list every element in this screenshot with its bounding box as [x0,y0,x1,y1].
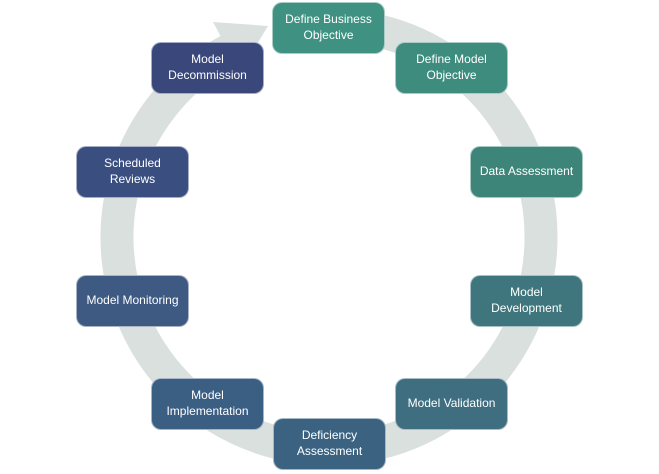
step-label: Model Implementation [166,388,249,418]
step-data-assessment: Data Assessment [470,146,583,198]
step-label: Model Decommission [168,52,247,82]
step-model-development: Model Development [470,275,583,327]
step-define-model-objective: Define Model Objective [395,42,508,94]
step-scheduled-reviews: Scheduled Reviews [76,146,189,198]
step-model-implementation: Model Implementation [151,378,264,430]
step-define-business-objective: Define Business Objective [272,2,385,54]
step-label: Model Development [491,285,562,315]
step-deficiency-assessment: Deficiency Assessment [273,418,386,470]
step-label: Data Assessment [479,164,574,179]
step-label: Define Business Objective [285,12,372,42]
step-model-validation: Model Validation [395,378,508,430]
step-label: Model Monitoring [86,293,179,308]
step-label: Deficiency Assessment [296,428,363,458]
step-model-monitoring: Model Monitoring [76,275,189,327]
step-label: Scheduled Reviews [104,156,161,186]
step-model-decommission: Model Decommission [151,42,264,94]
step-label: Model Validation [407,396,496,411]
step-label: Define Model Objective [416,52,487,82]
